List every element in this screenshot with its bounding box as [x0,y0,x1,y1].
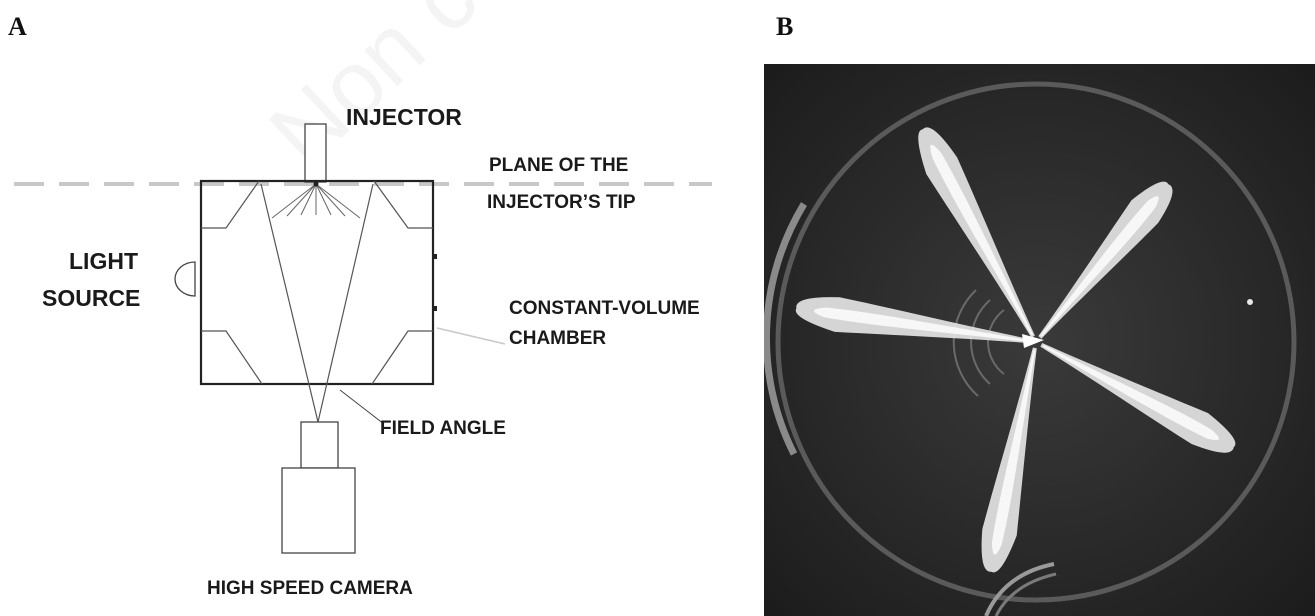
reflection-dot [1247,299,1253,305]
injector-tip [314,182,319,187]
spray-photo [764,64,1315,616]
chamber-port [432,254,437,259]
chamber-leader-line [437,328,505,344]
plane-label-line1: PLANE OF THE [489,155,628,177]
plane-label-line2: INJECTOR’S TIP [487,192,636,214]
chamber-label-line2: CHAMBER [509,328,606,350]
field-angle-label: FIELD ANGLE [380,418,506,440]
light-source-label-line1: LIGHT [69,248,138,275]
panel-b-letter: B [776,12,793,42]
injector [305,124,326,182]
chamber-port [432,306,437,311]
camera-body [282,468,355,553]
field-angle-leader-line [340,390,384,424]
light-source-label-line2: SOURCE [42,285,140,312]
field-angle-cone [261,184,373,422]
camera-lens [301,422,338,468]
chamber-window-outline [201,181,433,384]
spray-lines [272,184,360,218]
camera-label: HIGH SPEED CAMERA [207,578,413,600]
chamber-label-line1: CONSTANT-VOLUME [509,298,700,320]
constant-volume-chamber [201,181,433,384]
light-source [175,262,195,296]
injector-label: INJECTOR [346,104,462,131]
